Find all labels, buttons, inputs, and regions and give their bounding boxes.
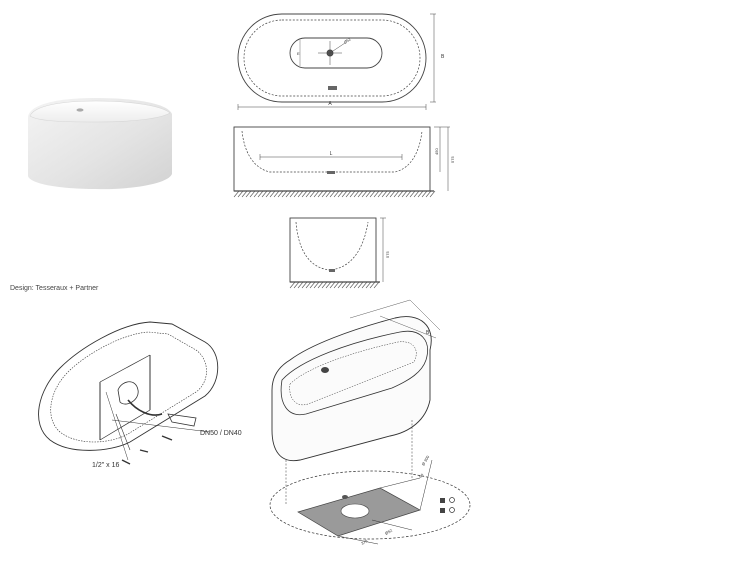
floor-hatch-mark [289,190,296,198]
floor-hatch-mark [305,190,312,198]
floor-hatch-mark [289,281,296,289]
floor-hatch-mark [281,190,288,198]
floor-hatch-mark [245,190,252,198]
floor-hatch-mark [329,190,336,198]
floor-hatch-mark [309,281,316,289]
floor-hatch-mark [369,190,376,198]
floor-hatch-mark [361,190,368,198]
dim-drain-label: Ø52 [343,36,353,45]
floor-hatch-mark [389,190,396,198]
floor-hatch-mark [321,190,328,198]
floor-hatch-mark [365,281,372,289]
floor-hatch-mark [353,281,360,289]
floor-hatch-mark [345,190,352,198]
floor-hatch-mark [273,190,280,198]
floor-hatch-mark [309,190,316,198]
side-view-floor-hatch [233,190,436,198]
floor-hatch-mark [341,190,348,198]
floor-hatch-mark [357,190,364,198]
floor-hatch-mark [257,190,264,198]
floor-hatch-mark [337,190,344,198]
floor-hatch-mark [321,281,328,289]
floor-hatch-mark [417,190,424,198]
floor-hatch-mark [405,190,412,198]
floor-hatch-mark [361,281,368,289]
floor-hatch-mark [369,281,376,289]
floor-hatch-mark [345,281,352,289]
isometric-underside-drawing [38,321,219,465]
side-view-drawing [233,126,450,192]
floor-hatch-mark [381,190,388,198]
floor-hatch-mark [313,190,320,198]
floor-hatch-mark [301,281,308,289]
floor-hatch-mark [325,281,332,289]
floor-hatch-mark [261,190,268,198]
floor-hatch-mark [373,190,380,198]
floor-hatch-mark [421,190,428,198]
floor-hatch-mark [333,281,340,289]
isometric-installation-drawing [269,299,471,545]
floor-hatch-mark [317,190,324,198]
floor-hatch-mark [409,190,416,198]
top-view-drawing [237,13,436,110]
floor-hatch-mark [305,281,312,289]
dim-e-label: E [297,51,300,56]
floor-hatch-mark [269,190,276,198]
floor-dim-1-label: Ø 300 [421,454,431,467]
dim-b-label: B [441,54,445,60]
floor-hatch-mark [385,190,392,198]
floor-hatch-mark [341,281,348,289]
dim-end-575-label: 575 [385,251,390,258]
floor-hatch-mark [293,281,300,289]
floor-hatch-mark [365,190,372,198]
floor-hatch-mark [241,190,248,198]
drain-size-label: DN50 / DN40 [200,430,242,437]
floor-hatch-mark [265,190,272,198]
floor-hatch-mark [237,190,244,198]
floor-hatch-mark [325,190,332,198]
floor-hatch-mark [373,281,380,289]
floor-hatch-mark [313,281,320,289]
dim-a-label: A [328,101,332,107]
floor-hatch-mark [377,190,384,198]
floor-dim-4-label: 375 [360,538,369,546]
floor-hatch-mark [293,190,300,198]
floor-hatch-mark [277,190,284,198]
end-view-floor-hatch [289,281,380,289]
floor-hatch-mark [357,281,364,289]
floor-hatch-mark [429,190,436,198]
floor-dim-2-label: 80 [418,472,425,479]
floor-hatch-mark [297,281,304,289]
floor-hatch-mark [353,190,360,198]
floor-hatch-mark [301,190,308,198]
floor-hatch-mark [233,190,240,198]
supply-size-label: 1/2" x 16 [92,462,120,469]
dim-575-label: 575 [450,156,455,163]
design-credit: Design: Tesseraux + Partner [10,285,99,292]
floor-hatch-mark [393,190,400,198]
floor-hatch-mark [317,281,324,289]
floor-hatch-mark [349,281,356,289]
floor-hatch-mark [425,190,432,198]
iso-dim-b-label: B [426,330,430,336]
floor-dim-3-label: Ø52 [384,527,394,535]
floor-hatch-mark [413,190,420,198]
bathtub-photo [28,98,172,190]
floor-hatch-mark [329,281,336,289]
dim-450-label: 450 [434,148,439,155]
floor-hatch-mark [297,190,304,198]
dim-l-label: L [330,151,333,157]
floor-hatch-mark [337,281,344,289]
floor-hatch-mark [401,190,408,198]
floor-hatch-mark [349,190,356,198]
end-view-drawing [289,217,386,283]
floor-hatch-mark [397,190,404,198]
floor-hatch-mark [333,190,340,198]
floor-hatch-mark [285,190,292,198]
floor-hatch-mark [253,190,260,198]
floor-hatch-mark [249,190,256,198]
